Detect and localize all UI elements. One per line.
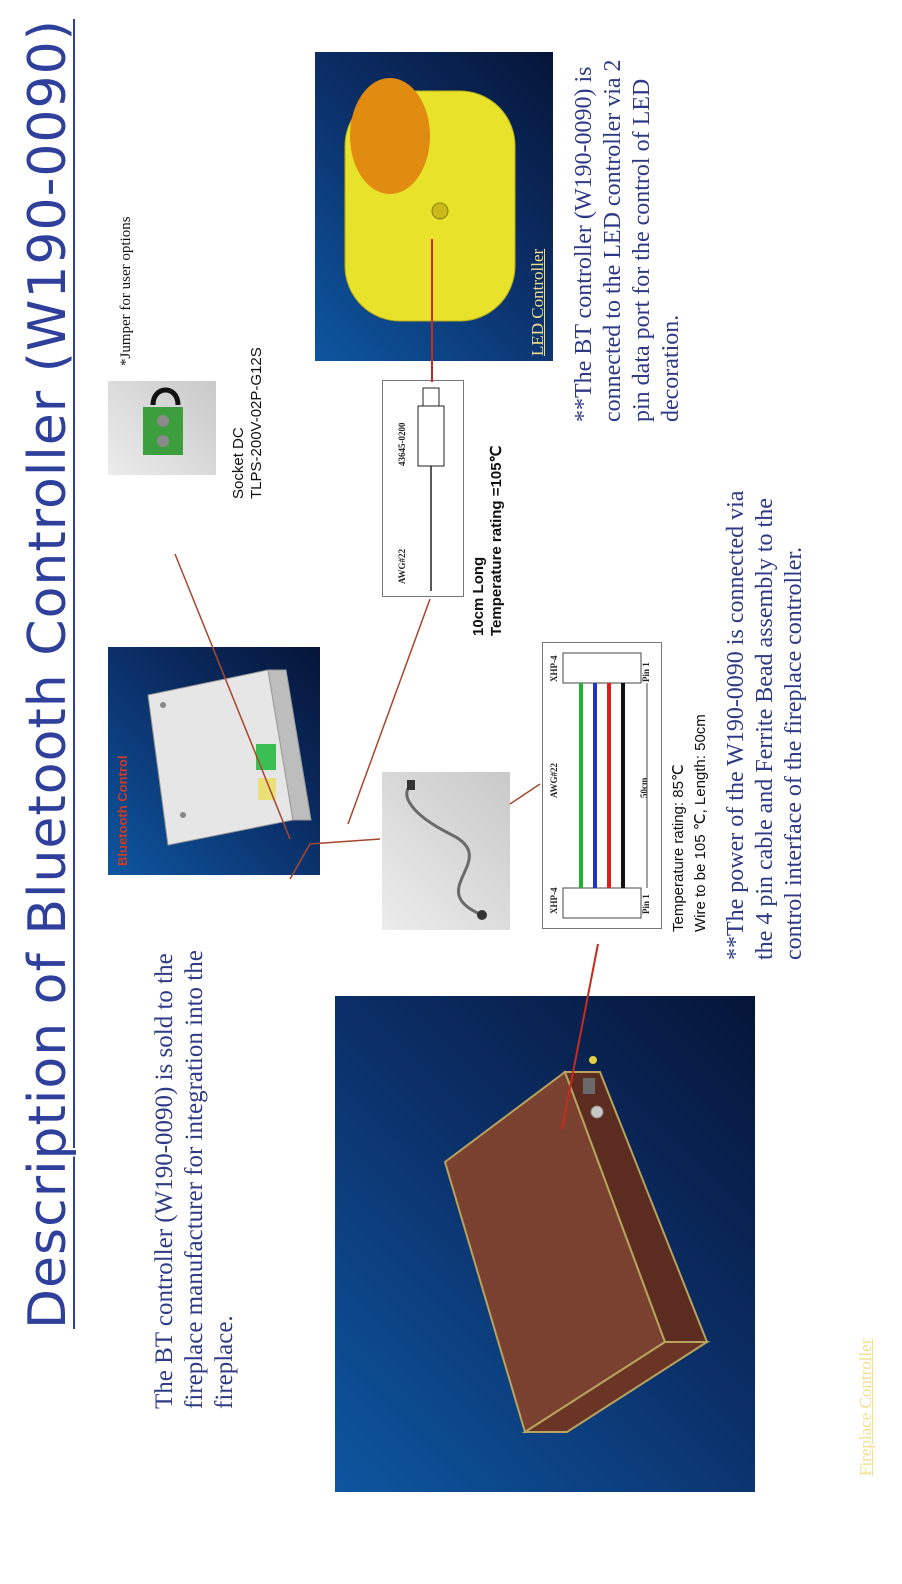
led-cable-length: 10cm Long <box>470 557 488 636</box>
page-title: Description of Bluetooth Controller (W19… <box>18 19 78 1329</box>
power-rating: Temperature rating: 85℃ <box>670 764 688 932</box>
led-cable-rating: Temperature rating =105℃ <box>488 446 506 636</box>
power-description: **The power of the W190-0090 is connecte… <box>722 490 809 960</box>
led-cable-diagram: AWG#22 43645-0200 <box>382 380 464 597</box>
led-description: **The BT controller (W190-0090) is conne… <box>570 27 686 422</box>
led-controller-image <box>315 52 553 361</box>
socket-name: Socket DC <box>230 427 248 499</box>
wire-drawing <box>543 643 661 928</box>
bluetooth-label: Bluetooth Control <box>115 756 130 866</box>
fireplace-label: Fireplace Controller <box>856 1339 876 1476</box>
fireplace-controller-image <box>335 996 755 1492</box>
bluetooth-box-illustration <box>108 647 320 875</box>
led-wire-drawing <box>383 381 463 596</box>
socket-jumper-photo <box>108 381 216 475</box>
socket-part: TLPS-200V-02P-G12S <box>248 347 266 499</box>
bluetooth-controller-image <box>108 647 320 875</box>
led-controller-illustration <box>315 52 553 361</box>
cable-photo <box>382 772 510 930</box>
power-cable-diagram: XHP-4 XHP-4 Pin 1 Pin 1 AWG#22 50cm <box>542 642 662 929</box>
intro-paragraph: The BT controller (W190-0090) is sold to… <box>150 949 240 1409</box>
power-wire-note: Wire to be 105 ℃, Length: 50cm <box>692 714 710 932</box>
cable-illustration <box>382 772 510 930</box>
jumper-note: *Jumper for user options <box>118 216 135 366</box>
led-controller-label: LED Controller <box>528 249 548 356</box>
socket-illustration <box>108 381 216 475</box>
fireplace-box-illustration <box>335 996 755 1492</box>
